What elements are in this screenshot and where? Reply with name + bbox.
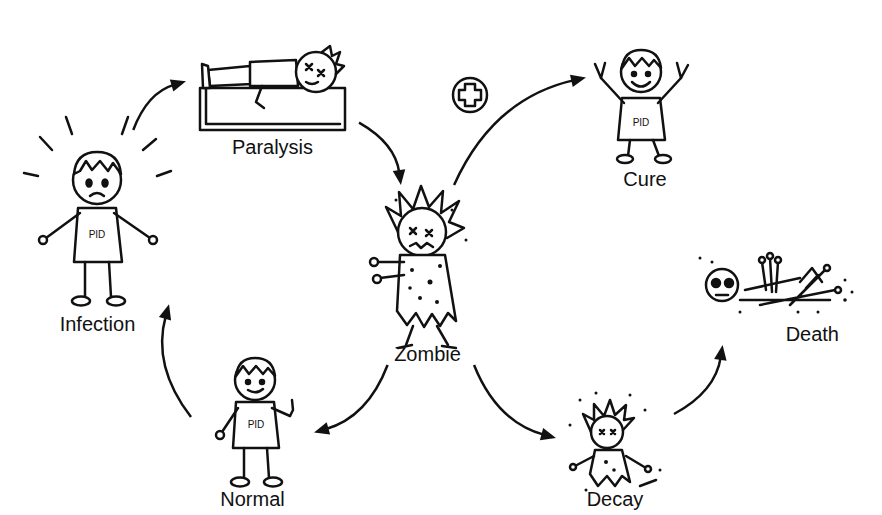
figure-node: Cure [586,40,704,190]
cured-figure [595,50,688,163]
arrow-line [474,365,544,435]
decaying-figure [569,392,662,492]
figure-node: Decay [556,390,674,510]
arrowhead [540,428,556,440]
node-caption: Decay [556,488,674,510]
arrow-line [326,365,388,429]
paralysed-figure [200,46,345,130]
arrowhead [170,79,186,91]
figure-node: Zombie [361,185,494,365]
cycle-arrow [674,345,727,414]
arrow-line [454,80,574,185]
node-caption: Infection [26,313,169,335]
arrowhead [714,345,726,361]
arrow-line [674,357,721,414]
figure-node: Paralysis [186,40,359,158]
cycle-arrow [474,365,556,440]
zombie-figure [370,186,468,348]
node-caption: Death [686,323,869,345]
figure-node: Death [686,245,869,345]
cycle-arrow [133,79,186,130]
cycle-arrow [314,365,388,434]
medicine-symbol [453,78,487,112]
arrowhead [314,422,330,434]
cycle-arrow [454,75,586,185]
infected-figure [24,117,171,306]
arrowhead [159,304,171,320]
arrow-line [359,123,399,173]
arrow-line [162,316,191,417]
node-caption: Normal [191,488,314,510]
cycle-arrow [159,304,191,417]
cycle-arrow [359,123,405,185]
normal-figure [216,358,293,487]
node-caption: Zombie [361,343,494,365]
shirt-text: PID [89,229,106,240]
arrowhead [393,169,405,185]
node-caption: Paralysis [186,136,359,158]
shirt-text: PID [248,419,265,430]
node-caption: Cure [586,168,704,190]
shirt-text: PID [633,117,650,128]
bones-pile [699,253,854,314]
arrow-line [133,85,174,130]
figure-node: Normal [191,355,314,510]
arrowhead [570,75,586,87]
